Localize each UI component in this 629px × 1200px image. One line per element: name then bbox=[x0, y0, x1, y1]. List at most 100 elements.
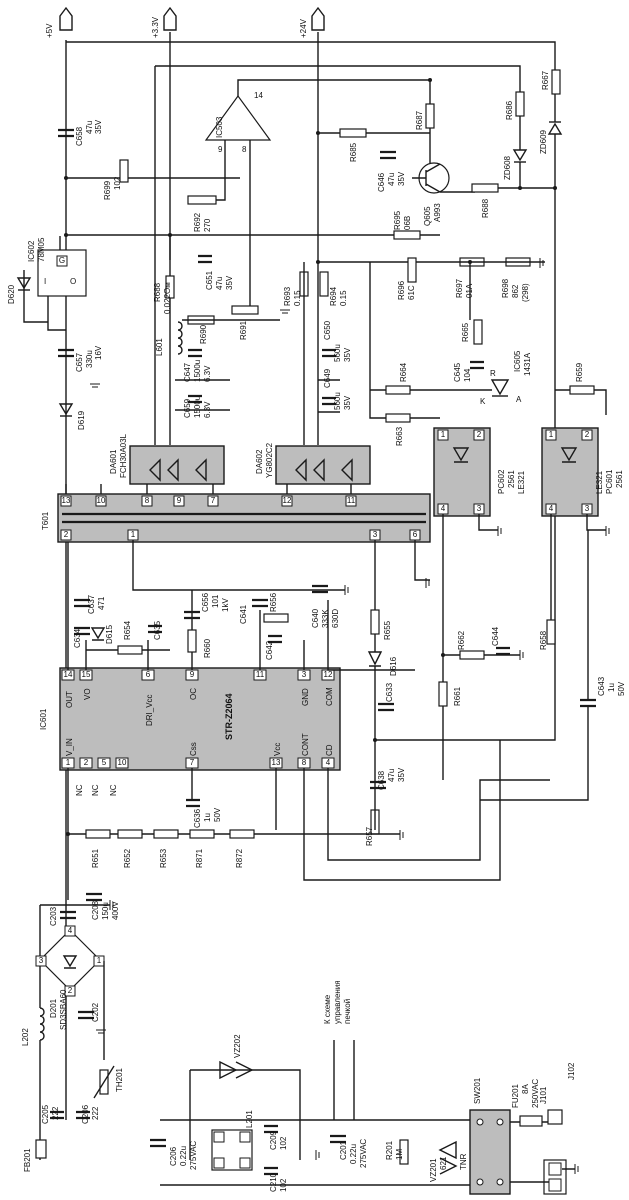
svg-text:R660: R660 bbox=[203, 638, 212, 658]
res-r665: R665 bbox=[461, 319, 483, 345]
res-r664: R664 bbox=[385, 362, 411, 395]
svg-text:R872: R872 bbox=[235, 848, 244, 868]
svg-text:R688: R688 bbox=[481, 198, 490, 218]
cap-c202: C202 bbox=[78, 1002, 100, 1022]
svg-text:R871: R871 bbox=[195, 848, 204, 868]
svg-text:35V: 35V bbox=[397, 767, 406, 782]
svg-text:0.022Ом: 0.022Ом bbox=[163, 282, 172, 314]
res-r871: R871 bbox=[189, 829, 215, 868]
svg-text:0.22u: 0.22u bbox=[179, 1146, 188, 1166]
svg-text:TH201: TH201 bbox=[115, 1067, 124, 1092]
svg-text:2561: 2561 bbox=[507, 470, 516, 488]
ic-ic602: G I O IC602 78M05 bbox=[27, 237, 87, 297]
res-r657: R657 bbox=[365, 809, 380, 846]
svg-text:47u: 47u bbox=[215, 277, 224, 290]
svg-text:11: 11 bbox=[256, 670, 265, 679]
res-r651: R651 bbox=[85, 829, 111, 868]
svg-text:SW201: SW201 bbox=[473, 1077, 482, 1104]
svg-text:ZD609: ZD609 bbox=[539, 129, 548, 154]
svg-text:250VAC: 250VAC bbox=[531, 1079, 540, 1108]
svg-text:NC: NC bbox=[109, 784, 118, 796]
svg-text:14: 14 bbox=[64, 670, 73, 679]
svg-text:50V: 50V bbox=[213, 807, 222, 822]
transistor-q605: Q605 A993 bbox=[412, 162, 450, 226]
svg-text:222: 222 bbox=[91, 1106, 100, 1120]
res-r662: R662 bbox=[457, 630, 485, 660]
svg-text:R694: R694 bbox=[329, 286, 338, 306]
cap-c203: C203 bbox=[49, 906, 76, 926]
ferrite-fb201: FB201 bbox=[23, 1139, 47, 1172]
svg-text:35V: 35V bbox=[225, 275, 234, 290]
svg-text:R696: R696 bbox=[397, 280, 406, 300]
svg-text:1500u: 1500u bbox=[193, 396, 202, 418]
svg-text:L601: L601 bbox=[155, 338, 164, 356]
svg-text:SD3SBA60: SD3SBA60 bbox=[59, 989, 68, 1030]
svg-text:1u: 1u bbox=[607, 683, 616, 692]
res-r659: R659 bbox=[569, 362, 595, 395]
svg-text:3: 3 bbox=[39, 956, 44, 965]
svg-text:47u: 47u bbox=[387, 769, 396, 782]
svg-text:C641: C641 bbox=[239, 604, 248, 624]
svg-text:15: 15 bbox=[82, 670, 91, 679]
svg-text:D619: D619 bbox=[77, 410, 86, 430]
svg-text:4: 4 bbox=[326, 758, 331, 767]
inductor-l202: L202 bbox=[21, 1007, 45, 1046]
res-r687: R687 bbox=[415, 103, 435, 130]
svg-text:C638: C638 bbox=[377, 770, 386, 790]
svg-text:A993: A993 bbox=[433, 203, 442, 222]
svg-text:IC601: IC601 bbox=[39, 708, 48, 730]
svg-text:C644: C644 bbox=[491, 626, 500, 646]
svg-text:C651: C651 bbox=[205, 270, 214, 290]
svg-text:R692: R692 bbox=[193, 212, 202, 232]
svg-text:471: 471 bbox=[97, 596, 106, 610]
svg-text:D620: D620 bbox=[7, 284, 16, 304]
svg-text:1: 1 bbox=[441, 430, 446, 439]
svg-text:R653: R653 bbox=[159, 848, 168, 868]
svg-text:R655: R655 bbox=[383, 620, 392, 640]
svg-text:10: 10 bbox=[97, 496, 106, 505]
svg-text:FCH30A03L: FCH30A03L bbox=[119, 433, 128, 478]
svg-text:7: 7 bbox=[190, 758, 195, 767]
cap-c647: C647 1500u 6.3V bbox=[183, 348, 212, 382]
res-r696: R696 61C bbox=[397, 257, 417, 300]
res-r692: R692 270 bbox=[187, 195, 217, 232]
svg-text:LE321: LE321 bbox=[595, 470, 604, 494]
svg-text:D201: D201 bbox=[49, 998, 58, 1018]
svg-text:C656: C656 bbox=[201, 592, 210, 612]
diode-d615: D615 bbox=[90, 624, 114, 644]
svg-text:Vcc: Vcc bbox=[273, 743, 282, 756]
svg-text:1500u: 1500u bbox=[193, 360, 202, 382]
svg-text:8A: 8A bbox=[521, 1084, 530, 1094]
svg-text:R651: R651 bbox=[91, 848, 100, 868]
svg-text:C205: C205 bbox=[41, 1104, 50, 1124]
choke-l201: L201 bbox=[211, 1110, 254, 1171]
svg-text:222: 222 bbox=[51, 1106, 60, 1120]
svg-text:C647: C647 bbox=[183, 362, 192, 382]
svg-text:2: 2 bbox=[84, 758, 89, 767]
svg-text:C209: C209 bbox=[269, 1130, 278, 1150]
svg-text:FU201: FU201 bbox=[511, 1083, 520, 1108]
svg-text:R661: R661 bbox=[453, 686, 462, 706]
svg-text:C640: C640 bbox=[311, 608, 320, 628]
svg-text:47u: 47u bbox=[387, 173, 396, 186]
svg-text:6.3V: 6.3V bbox=[203, 365, 212, 382]
svg-text:C208: C208 bbox=[91, 900, 100, 920]
svg-text:R665: R665 bbox=[461, 322, 470, 342]
cap-c209: C209 102 bbox=[264, 1124, 288, 1150]
ic-ic601: STR-Z2064 IC601 14 15 6 9 11 3 12 1 2 5 … bbox=[39, 667, 341, 771]
svg-text:560u: 560u bbox=[333, 344, 342, 362]
svg-text:275VAC: 275VAC bbox=[359, 1139, 368, 1168]
svg-text:104: 104 bbox=[463, 368, 472, 382]
svg-text:R663: R663 bbox=[395, 426, 404, 446]
inductor-l601: L601 bbox=[155, 321, 183, 356]
svg-text:C658: C658 bbox=[75, 126, 84, 146]
res-r655: R655 bbox=[370, 609, 392, 640]
svg-text:C206: C206 bbox=[169, 1146, 178, 1166]
svg-text:OC: OC bbox=[189, 688, 198, 700]
res-r698: R698 862 (298) bbox=[501, 257, 531, 302]
svg-text:R690: R690 bbox=[199, 324, 208, 344]
svg-text:13: 13 bbox=[272, 758, 281, 767]
svg-text:DA601: DA601 bbox=[109, 449, 118, 474]
svg-text:3: 3 bbox=[477, 504, 482, 513]
